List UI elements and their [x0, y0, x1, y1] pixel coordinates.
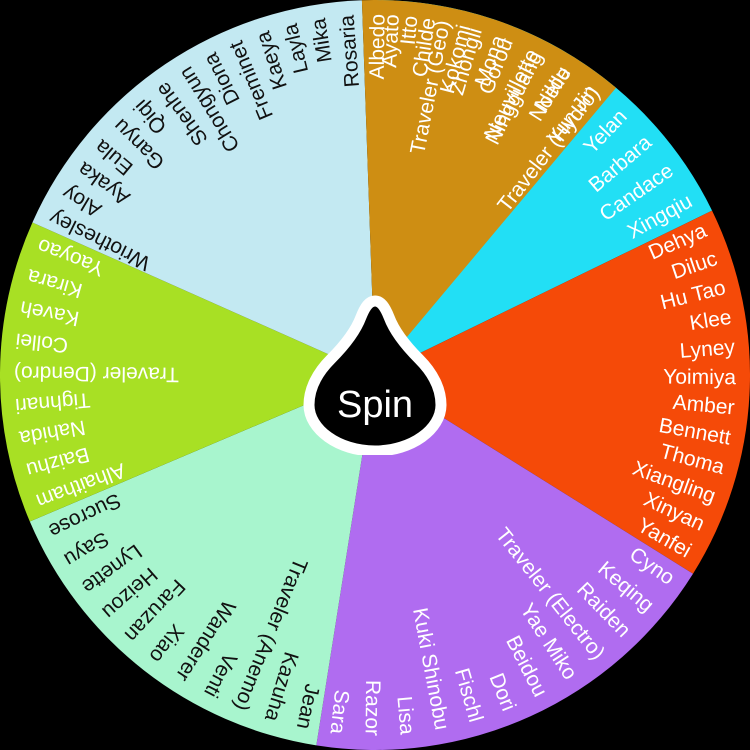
wheel-entry-label: Collei: [15, 329, 70, 357]
wheel-segment-pyro[interactable]: [375, 210, 750, 574]
wheel-segment-anemo[interactable]: [29, 375, 376, 746]
wheel-entry-label: Albedo: [366, 14, 390, 80]
wheel-entry-label: Sara: [325, 689, 353, 736]
spin-button-label: Spin: [337, 384, 413, 426]
wheel-segment-dendro[interactable]: [0, 222, 375, 522]
spin-button[interactable]: Spin: [295, 295, 455, 455]
spin-button-shape[interactable]: Spin: [295, 295, 455, 455]
wheel-entry-label: Rosaria: [336, 14, 364, 88]
wheel-entry-label: Lyney: [679, 336, 736, 363]
wheel-segment-geo[interactable]: [361, 0, 617, 376]
wheel-entry-label: Razor: [361, 680, 385, 736]
wheel-segment-cryo[interactable]: [32, 0, 376, 375]
wheel-entry-label: Itto: [397, 15, 423, 46]
teardrop-icon[interactable]: [303, 295, 447, 455]
wheel-entry-label: Traveler (Dendro): [14, 361, 179, 385]
wheel-segment-electro[interactable]: [316, 375, 694, 750]
wheel-entry-label: Ayato: [378, 14, 404, 68]
wheel-entry-label: Yoimiya: [663, 365, 736, 389]
wheel-entry-label: Lisa: [392, 695, 418, 736]
